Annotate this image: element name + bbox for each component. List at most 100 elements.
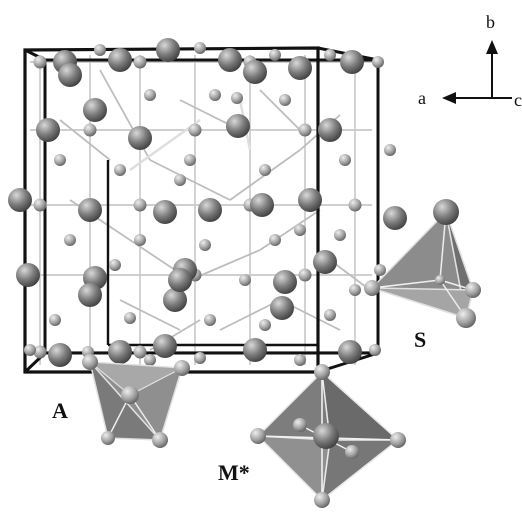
atom-large — [168, 268, 192, 292]
polyhedron-m-atom — [250, 428, 266, 444]
atom-large — [36, 118, 60, 142]
atom-small — [33, 198, 47, 212]
atom-small — [133, 198, 147, 212]
atom-large — [78, 198, 102, 222]
atom-small — [374, 264, 386, 276]
atom-small — [209, 89, 221, 101]
polyhedron-m-atom — [314, 364, 330, 380]
polyhedron-m-atom — [314, 492, 330, 508]
atom-large — [153, 200, 177, 224]
polyhedron-s-atom — [433, 199, 459, 225]
atom-large — [318, 118, 342, 142]
atom-small — [33, 55, 47, 69]
atom-large — [163, 288, 187, 312]
atom-large — [383, 206, 407, 230]
bond — [59, 119, 111, 161]
polyhedron-s-atom — [456, 308, 476, 328]
atom-small — [384, 144, 396, 156]
atom-small — [324, 49, 336, 61]
atom-large — [153, 334, 177, 358]
atom-large — [156, 38, 180, 62]
atom-large — [313, 250, 337, 274]
atom-small — [144, 354, 156, 366]
bond — [189, 249, 261, 281]
polyhedron-s-atom — [364, 280, 380, 296]
polyhedron-a-atom — [174, 360, 190, 376]
polyhedron-m-label: M* — [218, 460, 250, 485]
atom-small — [114, 164, 126, 176]
atom-large — [298, 188, 322, 212]
polyhedron-s-label: S — [414, 327, 426, 352]
atom-small — [239, 274, 251, 286]
polyhedron-m — [250, 364, 406, 508]
atom-large — [108, 340, 132, 364]
atom-large — [270, 296, 294, 320]
atom-large — [128, 126, 152, 150]
atom-large — [78, 283, 102, 307]
axis-b-label: b — [486, 12, 495, 32]
atom-small — [109, 259, 121, 271]
axis-a-label: a — [418, 88, 426, 108]
atom-large — [288, 56, 312, 80]
atom-small — [269, 49, 281, 61]
atom-small — [339, 154, 351, 166]
atom-small — [298, 268, 312, 282]
atom-large — [108, 48, 132, 72]
atom-small — [33, 345, 47, 359]
atom-small — [124, 312, 136, 324]
bond — [259, 209, 321, 251]
polyhedron-m-atom — [293, 418, 307, 432]
atom-small — [334, 229, 346, 241]
atom-small — [294, 354, 306, 366]
atom-small — [269, 234, 281, 246]
polyhedron-s — [364, 199, 481, 328]
polyhedron-a-atom — [82, 354, 98, 370]
polyhedron-a-atom — [121, 386, 139, 404]
atom-small — [349, 284, 361, 296]
atom-large — [243, 338, 267, 362]
axes-indicator: b a c — [418, 12, 522, 110]
atom-small — [259, 319, 271, 331]
atom-small — [184, 154, 196, 166]
atom-large — [218, 48, 242, 72]
atom-large — [226, 114, 250, 138]
polyhedron-a-atom — [101, 431, 115, 445]
atom-large — [273, 270, 297, 294]
atom-small — [133, 345, 147, 359]
atom-small — [348, 198, 362, 212]
atom-small — [134, 234, 146, 246]
atom-large — [16, 263, 40, 287]
atom-small — [194, 352, 206, 364]
atom-small — [83, 123, 97, 137]
atom-small — [204, 314, 216, 326]
polyhedron-a-atom — [152, 432, 168, 448]
atom-small — [372, 56, 384, 68]
polyhedron-s-bond — [371, 279, 441, 289]
atom-small — [199, 239, 211, 251]
atom-small — [188, 123, 202, 137]
atom-small — [259, 164, 271, 176]
atom-large — [58, 63, 82, 87]
bond — [329, 259, 371, 291]
axis-c-label: c — [514, 90, 522, 110]
atom-small — [279, 94, 291, 106]
polyhedron-a — [82, 354, 190, 448]
atom-large — [48, 343, 72, 367]
polyhedron-s-atom — [435, 275, 445, 285]
polyhedron-m-face — [321, 439, 401, 502]
bond — [219, 299, 281, 331]
atom-small — [194, 42, 206, 54]
atom-small — [174, 174, 186, 186]
atom-small — [231, 92, 243, 104]
polyhedron-a-face — [88, 361, 185, 396]
atom-large — [338, 340, 362, 364]
atom-small — [24, 344, 36, 356]
atom-large — [243, 60, 267, 84]
atom-small — [324, 309, 336, 321]
atom-small — [294, 224, 306, 236]
polyhedron-a-label: A — [52, 398, 68, 423]
bond — [149, 159, 231, 201]
atom-small — [298, 123, 312, 137]
atom-small — [49, 314, 61, 326]
